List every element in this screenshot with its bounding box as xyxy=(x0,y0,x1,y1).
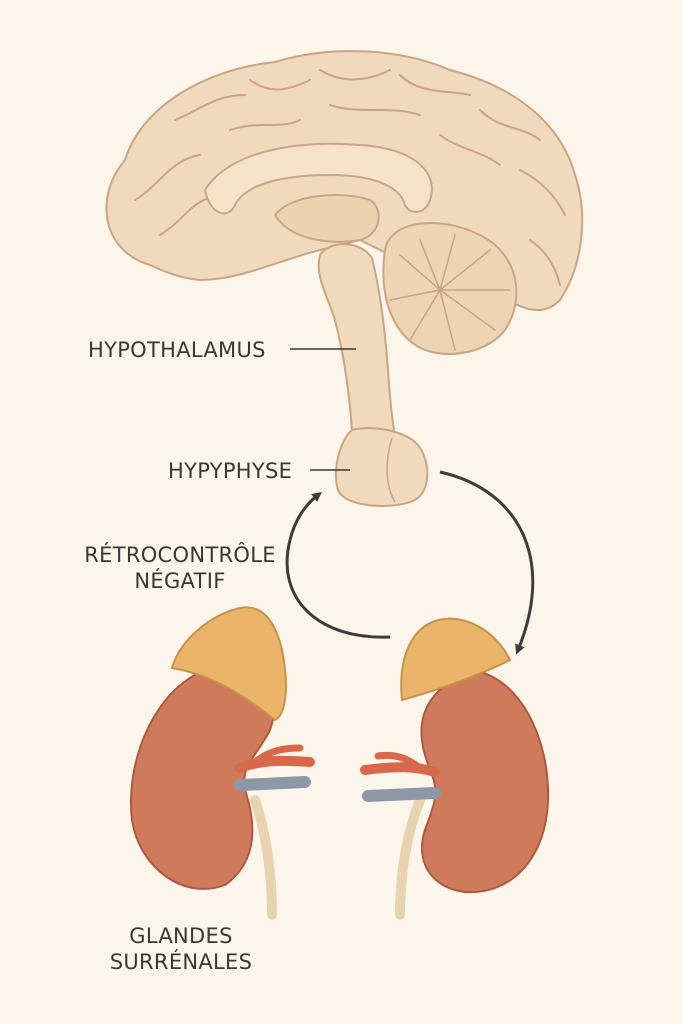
label-negative-feedback-line1: RÉTROCONTRÔLE xyxy=(84,543,276,567)
pituitary xyxy=(334,427,429,507)
right-kidney xyxy=(420,668,550,894)
label-negative-feedback-line2: NÉGATIF xyxy=(134,569,226,593)
brain xyxy=(105,50,584,507)
left-adrenal xyxy=(170,606,287,722)
right-artery xyxy=(360,762,440,777)
right-kidney-group xyxy=(360,617,550,920)
label-adrenal-glands: GLANDES SURRÉNALES xyxy=(96,923,266,975)
cerebellum xyxy=(382,222,518,355)
corpus-callosum xyxy=(203,142,433,215)
right-ureter xyxy=(395,795,425,920)
label-negative-feedback: RÉTROCONTRÔLE NÉGATIF xyxy=(76,542,284,594)
feedback-arrow-down xyxy=(439,470,535,655)
thalamus xyxy=(273,194,380,243)
label-adrenal-glands-line1: GLANDES xyxy=(129,924,233,948)
left-ureter xyxy=(250,795,277,920)
left-artery xyxy=(235,755,315,773)
right-vein xyxy=(362,787,441,802)
feedback-arrow-up xyxy=(285,491,391,639)
label-adrenal-glands-line2: SURRÉNALES xyxy=(109,950,253,974)
left-kidney-group xyxy=(130,606,315,920)
left-vein xyxy=(234,776,311,791)
label-hypothalamus: HYPOTHALAMUS xyxy=(88,338,266,362)
label-hypophyse: HYPYPHYSE xyxy=(168,459,293,483)
right-adrenal xyxy=(400,617,512,702)
